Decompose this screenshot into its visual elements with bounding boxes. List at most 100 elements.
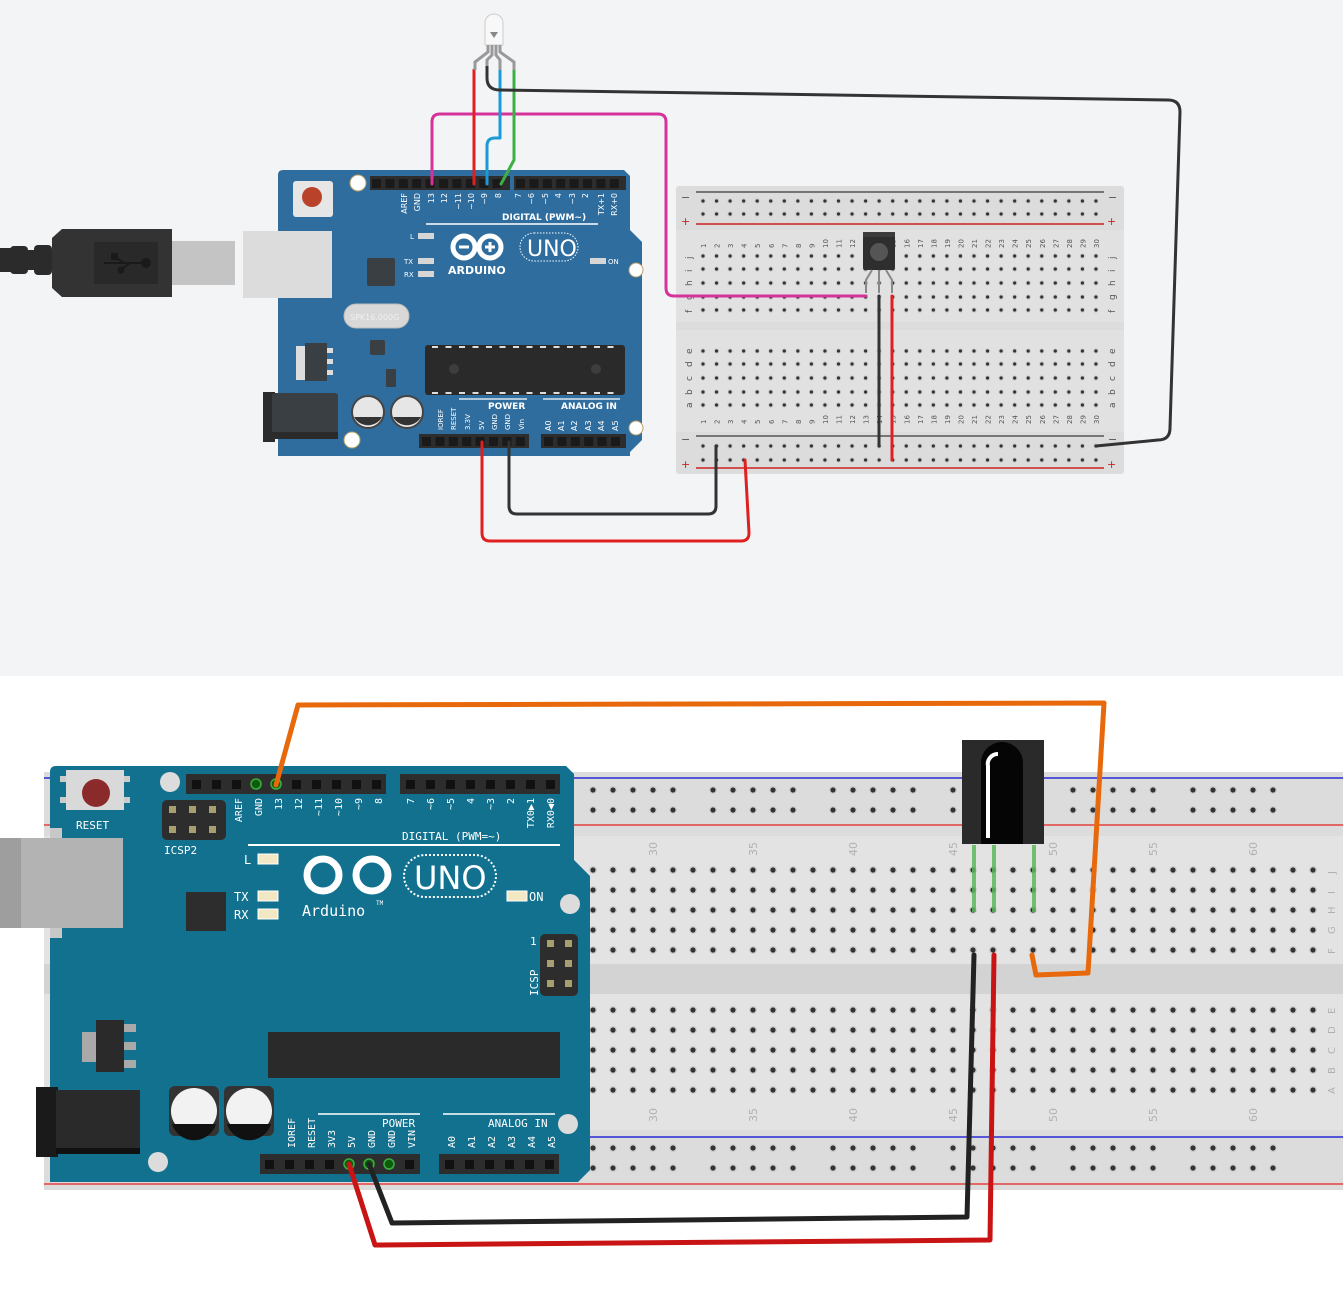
- breadboard-hole[interactable]: [809, 199, 814, 203]
- header-socket[interactable]: [435, 437, 445, 446]
- breadboard-hole[interactable]: [823, 362, 827, 366]
- breadboard-hole[interactable]: [918, 362, 922, 366]
- breadboard-hole[interactable]: [910, 787, 916, 793]
- breadboard-hole[interactable]: [904, 390, 908, 394]
- breadboard-hole[interactable]: [950, 947, 956, 953]
- breadboard-hole[interactable]: [810, 947, 816, 953]
- wire-5v[interactable]: [346, 952, 997, 1248]
- breadboard-hole[interactable]: [999, 199, 1003, 203]
- breadboard-hole[interactable]: [755, 267, 759, 271]
- breadboard-hole[interactable]: [999, 349, 1003, 353]
- breadboard-hole[interactable]: [1170, 1067, 1176, 1073]
- breadboard-hole[interactable]: [931, 362, 935, 366]
- breadboard-hole[interactable]: [710, 927, 716, 933]
- breadboard-hole[interactable]: [1230, 907, 1236, 913]
- breadboard-hole[interactable]: [910, 1047, 916, 1053]
- breadboard-hole[interactable]: [958, 254, 963, 258]
- breadboard-hole[interactable]: [1250, 947, 1256, 953]
- breadboard-hole[interactable]: [890, 1067, 896, 1073]
- breadboard-hole[interactable]: [850, 947, 856, 953]
- breadboard-hole[interactable]: [755, 281, 759, 285]
- breadboard-hole[interactable]: [1230, 1027, 1236, 1033]
- breadboard-hole[interactable]: [864, 390, 868, 394]
- breadboard-hole[interactable]: [1130, 1145, 1136, 1151]
- breadboard-hole[interactable]: [590, 947, 596, 953]
- breadboard-hole[interactable]: [1067, 199, 1071, 203]
- breadboard-hole[interactable]: [810, 1047, 816, 1053]
- breadboard-hole[interactable]: [650, 1165, 656, 1171]
- breadboard-hole[interactable]: [1067, 362, 1071, 366]
- breadboard-hole[interactable]: [864, 362, 868, 366]
- breadboard-hole[interactable]: [742, 267, 746, 271]
- breadboard-hole[interactable]: [1150, 907, 1156, 913]
- breadboard-hole[interactable]: [1090, 1087, 1096, 1093]
- breadboard-hole[interactable]: [690, 1007, 696, 1013]
- breadboard-hole[interactable]: [1053, 458, 1057, 462]
- breadboard-hole[interactable]: [910, 1165, 916, 1171]
- breadboard-hole[interactable]: [890, 887, 896, 893]
- breadboard-hole[interactable]: [836, 281, 841, 285]
- breadboard-hole[interactable]: [770, 907, 776, 913]
- breadboard-hole[interactable]: [730, 927, 736, 933]
- breadboard-hole[interactable]: [850, 403, 854, 407]
- breadboard-hole[interactable]: [710, 907, 716, 913]
- breadboard-hole[interactable]: [1310, 1047, 1316, 1053]
- breadboard-hole[interactable]: [945, 212, 949, 216]
- breadboard-hole[interactable]: [1070, 1047, 1076, 1053]
- breadboard-hole[interactable]: [1080, 458, 1084, 462]
- header-socket[interactable]: [462, 437, 472, 446]
- breadboard-hole[interactable]: [890, 1165, 896, 1171]
- breadboard-hole[interactable]: [1170, 1007, 1176, 1013]
- breadboard-hole[interactable]: [750, 1007, 756, 1013]
- breadboard-hole[interactable]: [904, 444, 908, 448]
- breadboard-hole[interactable]: [950, 1027, 956, 1033]
- header-socket[interactable]: [285, 1160, 294, 1169]
- breadboard-hole[interactable]: [870, 947, 876, 953]
- breadboard-hole[interactable]: [958, 390, 963, 394]
- breadboard-hole[interactable]: [904, 458, 908, 462]
- breadboard-hole[interactable]: [690, 1047, 696, 1053]
- breadboard-hole[interactable]: [1150, 1027, 1156, 1033]
- breadboard-hole[interactable]: [796, 376, 800, 380]
- breadboard-hole[interactable]: [958, 212, 963, 216]
- breadboard-hole[interactable]: [830, 1087, 836, 1093]
- breadboard-hole[interactable]: [931, 444, 935, 448]
- breadboard-hole[interactable]: [850, 1027, 856, 1033]
- header-socket[interactable]: [425, 179, 435, 188]
- breadboard-hole[interactable]: [890, 807, 896, 813]
- breadboard-hole[interactable]: [790, 1087, 796, 1093]
- breadboard-hole[interactable]: [1013, 444, 1017, 448]
- breadboard-hole[interactable]: [1250, 1047, 1256, 1053]
- breadboard-hole[interactable]: [710, 947, 716, 953]
- breadboard-hole[interactable]: [1040, 390, 1044, 394]
- breadboard-hole[interactable]: [830, 907, 836, 913]
- breadboard-hole[interactable]: [836, 199, 841, 203]
- breadboard-hole[interactable]: [770, 1087, 776, 1093]
- breadboard-hole[interactable]: [950, 1067, 956, 1073]
- breadboard-hole[interactable]: [750, 907, 756, 913]
- breadboard-hole[interactable]: [864, 458, 868, 462]
- breadboard-hole[interactable]: [770, 1145, 776, 1151]
- header-socket[interactable]: [292, 780, 301, 789]
- breadboard-hole[interactable]: [1067, 295, 1071, 299]
- breadboard-hole[interactable]: [1190, 1145, 1196, 1151]
- breadboard-hole[interactable]: [918, 199, 922, 203]
- breadboard-hole[interactable]: [714, 199, 719, 203]
- breadboard-hole[interactable]: [728, 390, 732, 394]
- breadboard-hole[interactable]: [985, 281, 990, 285]
- breadboard-hole[interactable]: [755, 458, 759, 462]
- breadboard-hole[interactable]: [610, 1067, 616, 1073]
- breadboard-hole[interactable]: [830, 1007, 836, 1013]
- breadboard-hole[interactable]: [755, 403, 759, 407]
- breadboard-hole[interactable]: [950, 1087, 956, 1093]
- breadboard-hole[interactable]: [1150, 1145, 1156, 1151]
- breadboard-hole[interactable]: [782, 212, 786, 216]
- breadboard-hole[interactable]: [850, 1047, 856, 1053]
- header-socket[interactable]: [516, 179, 525, 188]
- breadboard-hole[interactable]: [1150, 1165, 1156, 1171]
- breadboard-hole[interactable]: [769, 362, 773, 366]
- breadboard-hole[interactable]: [750, 1145, 756, 1151]
- breadboard-hole[interactable]: [830, 807, 836, 813]
- breadboard-hole[interactable]: [1270, 787, 1276, 793]
- breadboard-hole[interactable]: [742, 254, 746, 258]
